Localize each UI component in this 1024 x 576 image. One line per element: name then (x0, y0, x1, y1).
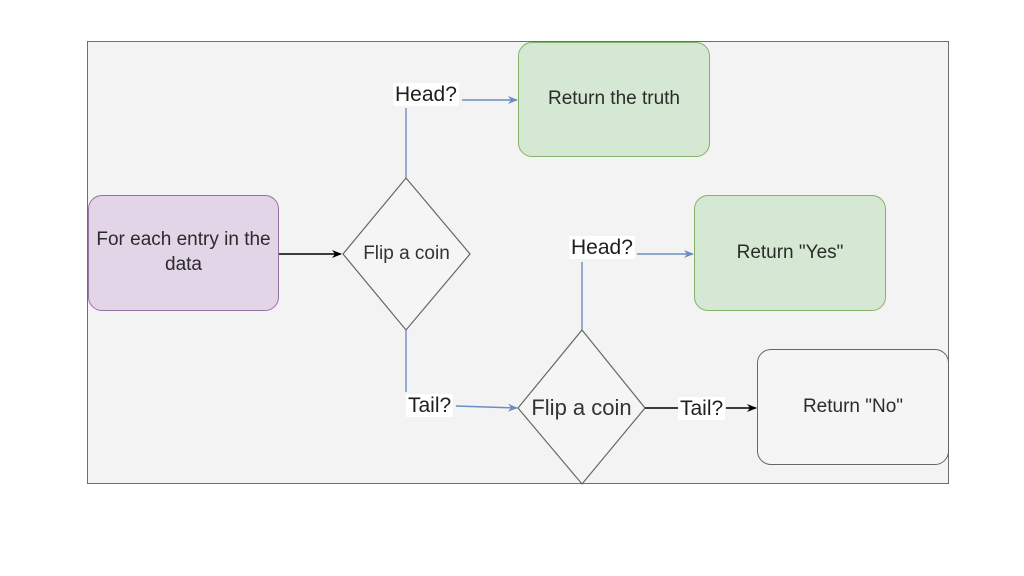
head-label-1: Head? (393, 83, 459, 107)
tail-label-1: Tail? (406, 394, 454, 418)
return-yes-node: Return "Yes" (694, 195, 886, 311)
flip-coin-2-label: Flip a coin (531, 395, 632, 420)
decision-diamond-2 (517, 329, 646, 485)
return-no-node: Return "No" (757, 349, 949, 465)
head-label-2: Head? (569, 236, 635, 260)
return-yes-label: Return "Yes" (736, 241, 844, 263)
start-node: For each entry in the data (88, 195, 279, 311)
return-truth-node: Return the truth (518, 42, 710, 157)
tail-label-2: Tail? (678, 397, 726, 421)
flip-coin-1-label: Flip a coin (363, 243, 450, 264)
return-truth-label: Return the truth (547, 88, 681, 110)
return-no-label: Return "No" (802, 395, 904, 417)
start-node-label: For each entry in the data (96, 229, 271, 275)
arrow-tail1-to-flip2 (455, 403, 518, 412)
